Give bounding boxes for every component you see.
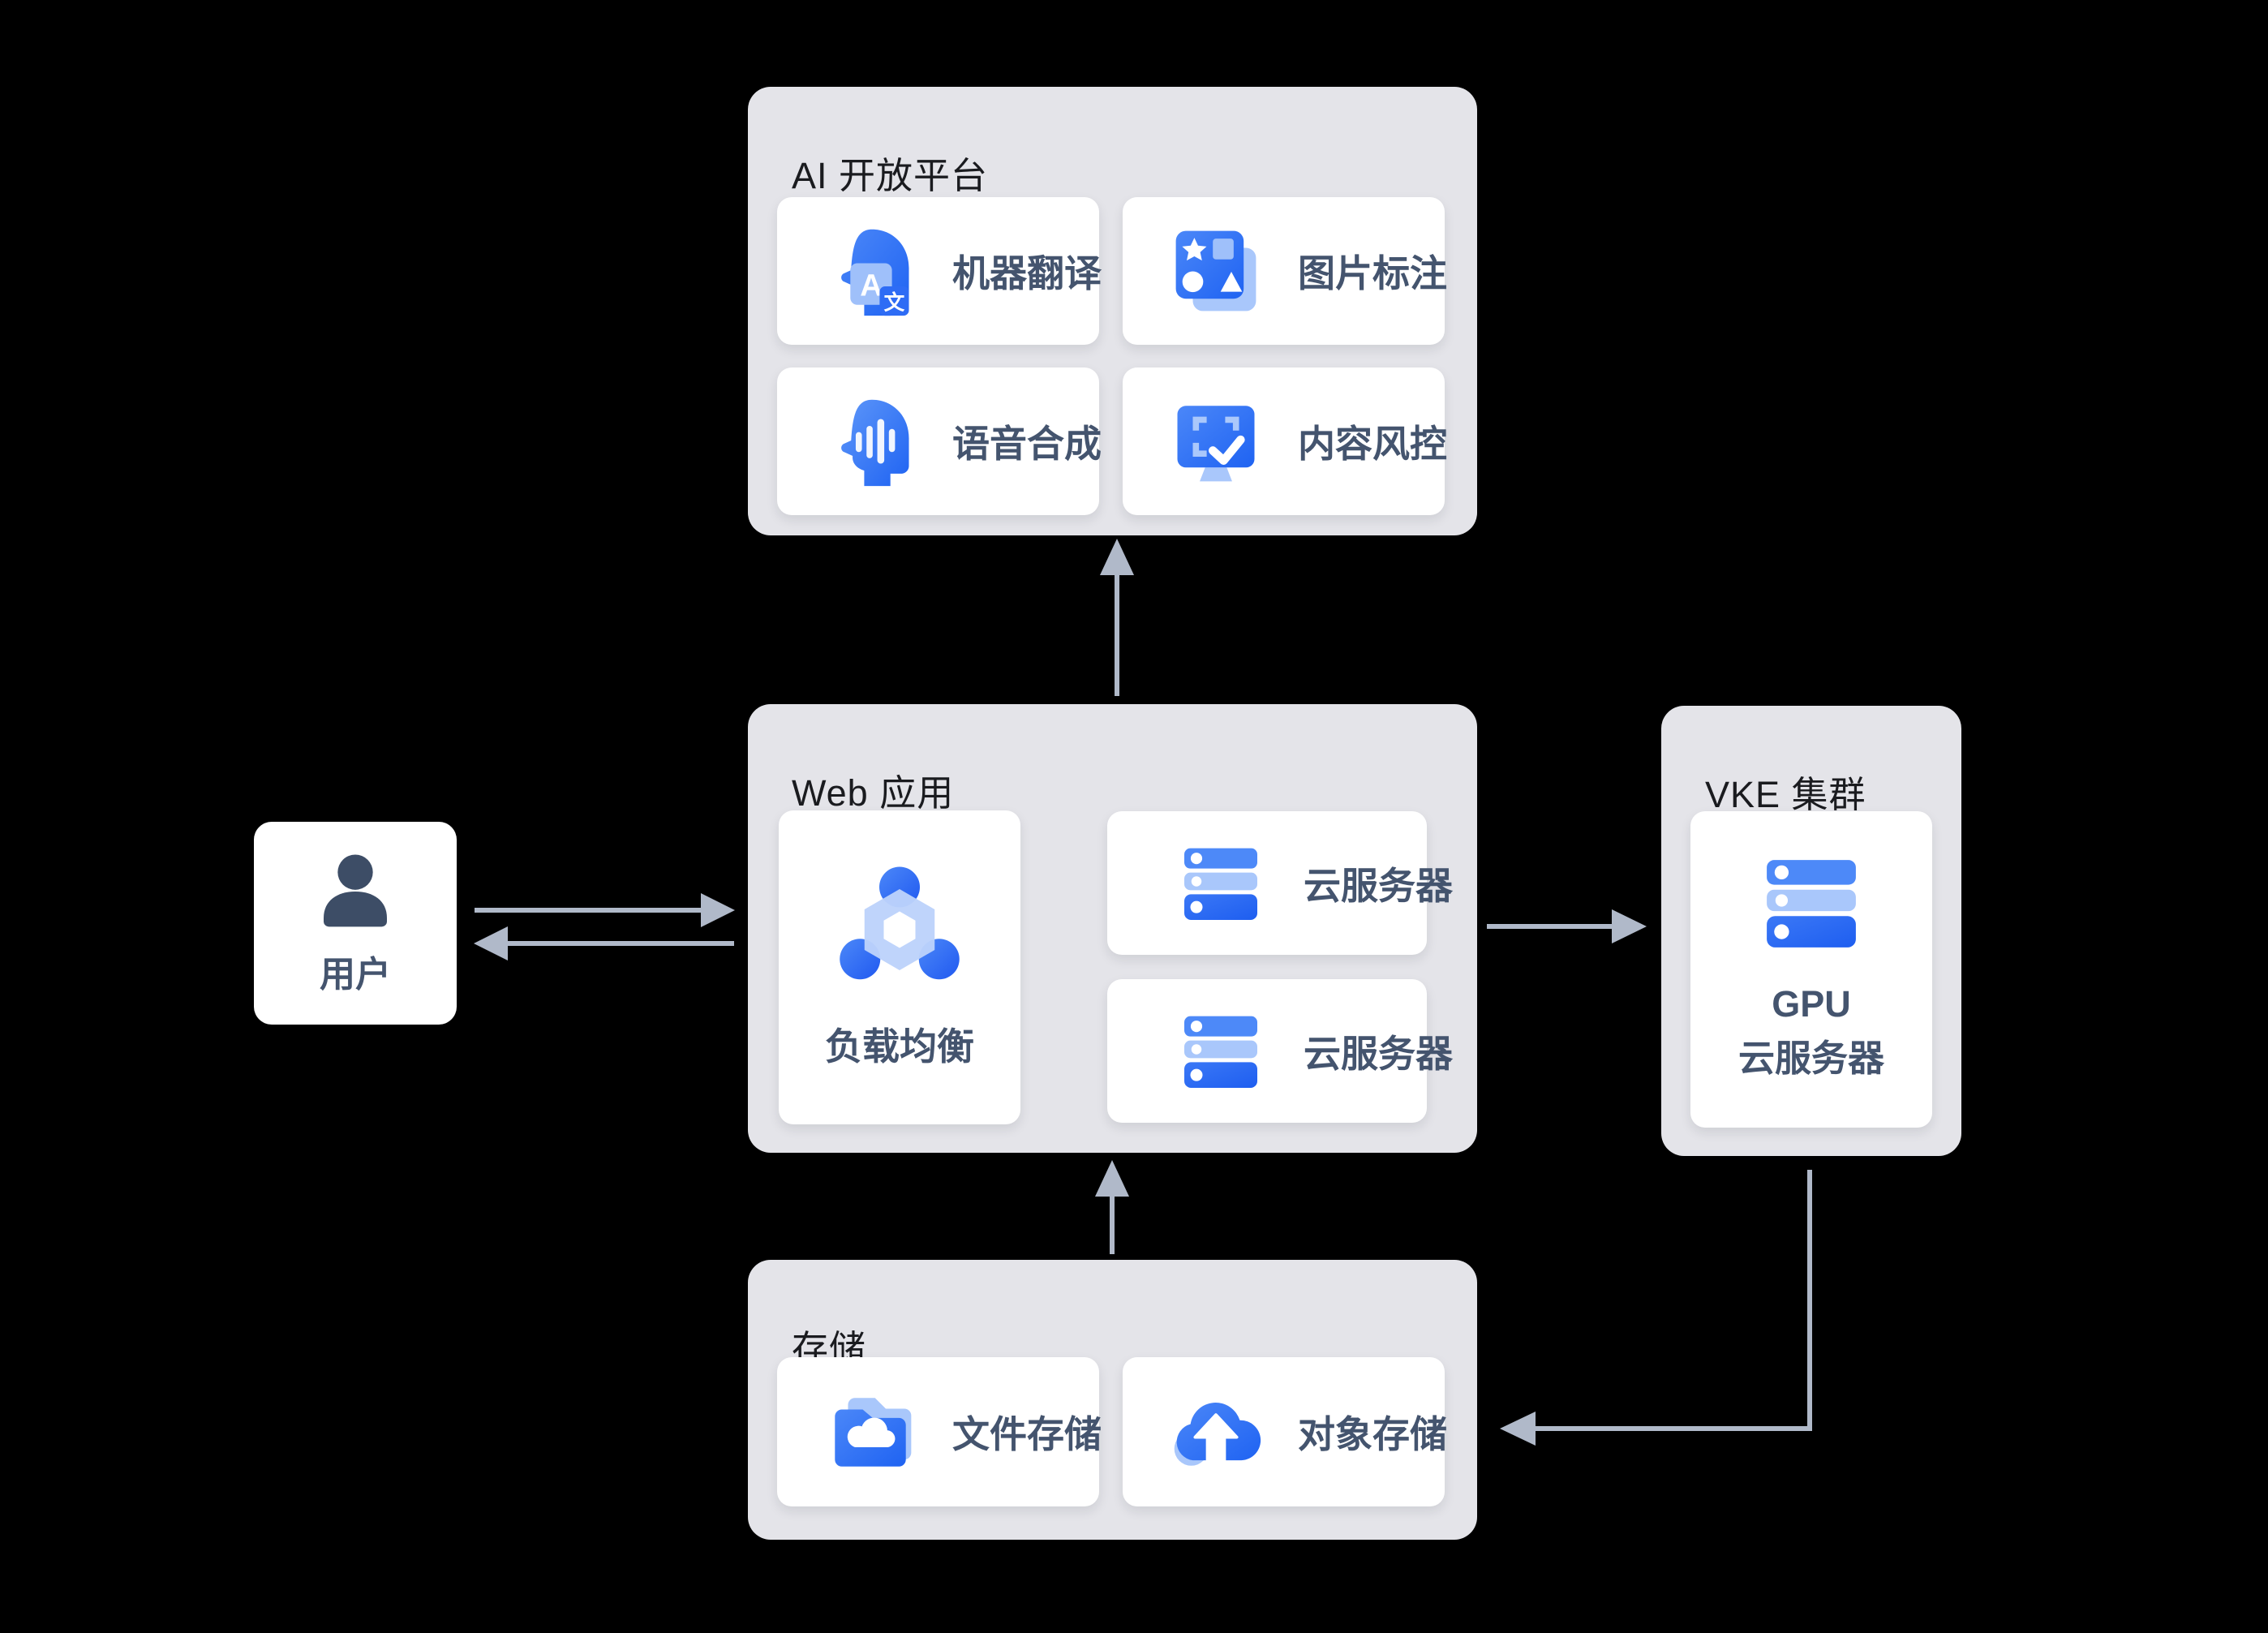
user-label: 用户 [320, 955, 391, 995]
machine-translation-card: A 文 机器翻译 [777, 197, 1102, 345]
image-annotation-label: 图片标注 [1298, 252, 1447, 294]
user-icon [324, 854, 387, 927]
object-storage-card: 对象存储 [1123, 1357, 1447, 1506]
web-app-title: Web 应用 [792, 772, 955, 814]
speech-synthesis-card: 语音合成 [777, 367, 1102, 515]
cloud-server-label-2: 云服务器 [1304, 1032, 1453, 1075]
image-annotation-card: 图片标注 [1123, 197, 1447, 345]
file-storage-icon [835, 1398, 912, 1467]
cloud-server-icon [1184, 848, 1257, 920]
translate-glyph-a: A [860, 269, 882, 303]
gpu-server-label: GPU 云服务器 [1738, 977, 1884, 1086]
vke-cluster-panel: VKE 集群 GPU 云服务器 [1661, 706, 1961, 1156]
translate-glyph-wen: 文 [884, 290, 905, 315]
vke-cluster-title: VKE 集群 [1705, 774, 1866, 816]
translate-icon: A 文 [841, 229, 909, 316]
user-node: 用户 [254, 822, 457, 1025]
gpu-server-label-line2: 云服务器 [1738, 1038, 1884, 1079]
cloud-server-card-2: 云服务器 [1107, 979, 1453, 1123]
load-balancer-label: 负载均衡 [825, 1025, 974, 1068]
file-storage-card: 文件存储 [777, 1357, 1102, 1506]
gpu-server-label-line1: GPU [1772, 982, 1851, 1025]
gpu-server-card: GPU 云服务器 [1690, 811, 1932, 1128]
object-storage-icon [1174, 1403, 1261, 1466]
cloud-server-icon [1184, 1016, 1257, 1088]
object-storage-label: 对象存储 [1298, 1413, 1447, 1455]
image-annotation-icon [1175, 230, 1256, 312]
content-moderation-icon [1177, 406, 1255, 482]
file-storage-label: 文件存储 [952, 1413, 1102, 1455]
content-moderation-card: 内容风控 [1123, 367, 1447, 515]
arrow-vke-to-storage [1535, 1170, 1812, 1431]
web-app-panel: Web 应用 负载均衡 云 [748, 704, 1477, 1153]
ai-platform-title: AI 开放平台 [792, 155, 989, 197]
load-balancer-icon [840, 866, 960, 979]
gpu-server-icon [1767, 859, 1856, 948]
machine-translation-label: 机器翻译 [952, 252, 1102, 294]
content-moderation-label: 内容风控 [1298, 423, 1447, 465]
cloud-server-label-1: 云服务器 [1304, 864, 1453, 907]
ai-platform-panel: AI 开放平台 A 文 机器翻译 [748, 87, 1477, 535]
speech-synthesis-label: 语音合成 [952, 423, 1102, 465]
storage-panel: 存储 文件存储 对象存储 [748, 1260, 1477, 1540]
speech-synthesis-icon [841, 399, 909, 487]
load-balancer-card: 负载均衡 [779, 810, 1020, 1124]
cloud-server-card-1: 云服务器 [1107, 811, 1453, 955]
